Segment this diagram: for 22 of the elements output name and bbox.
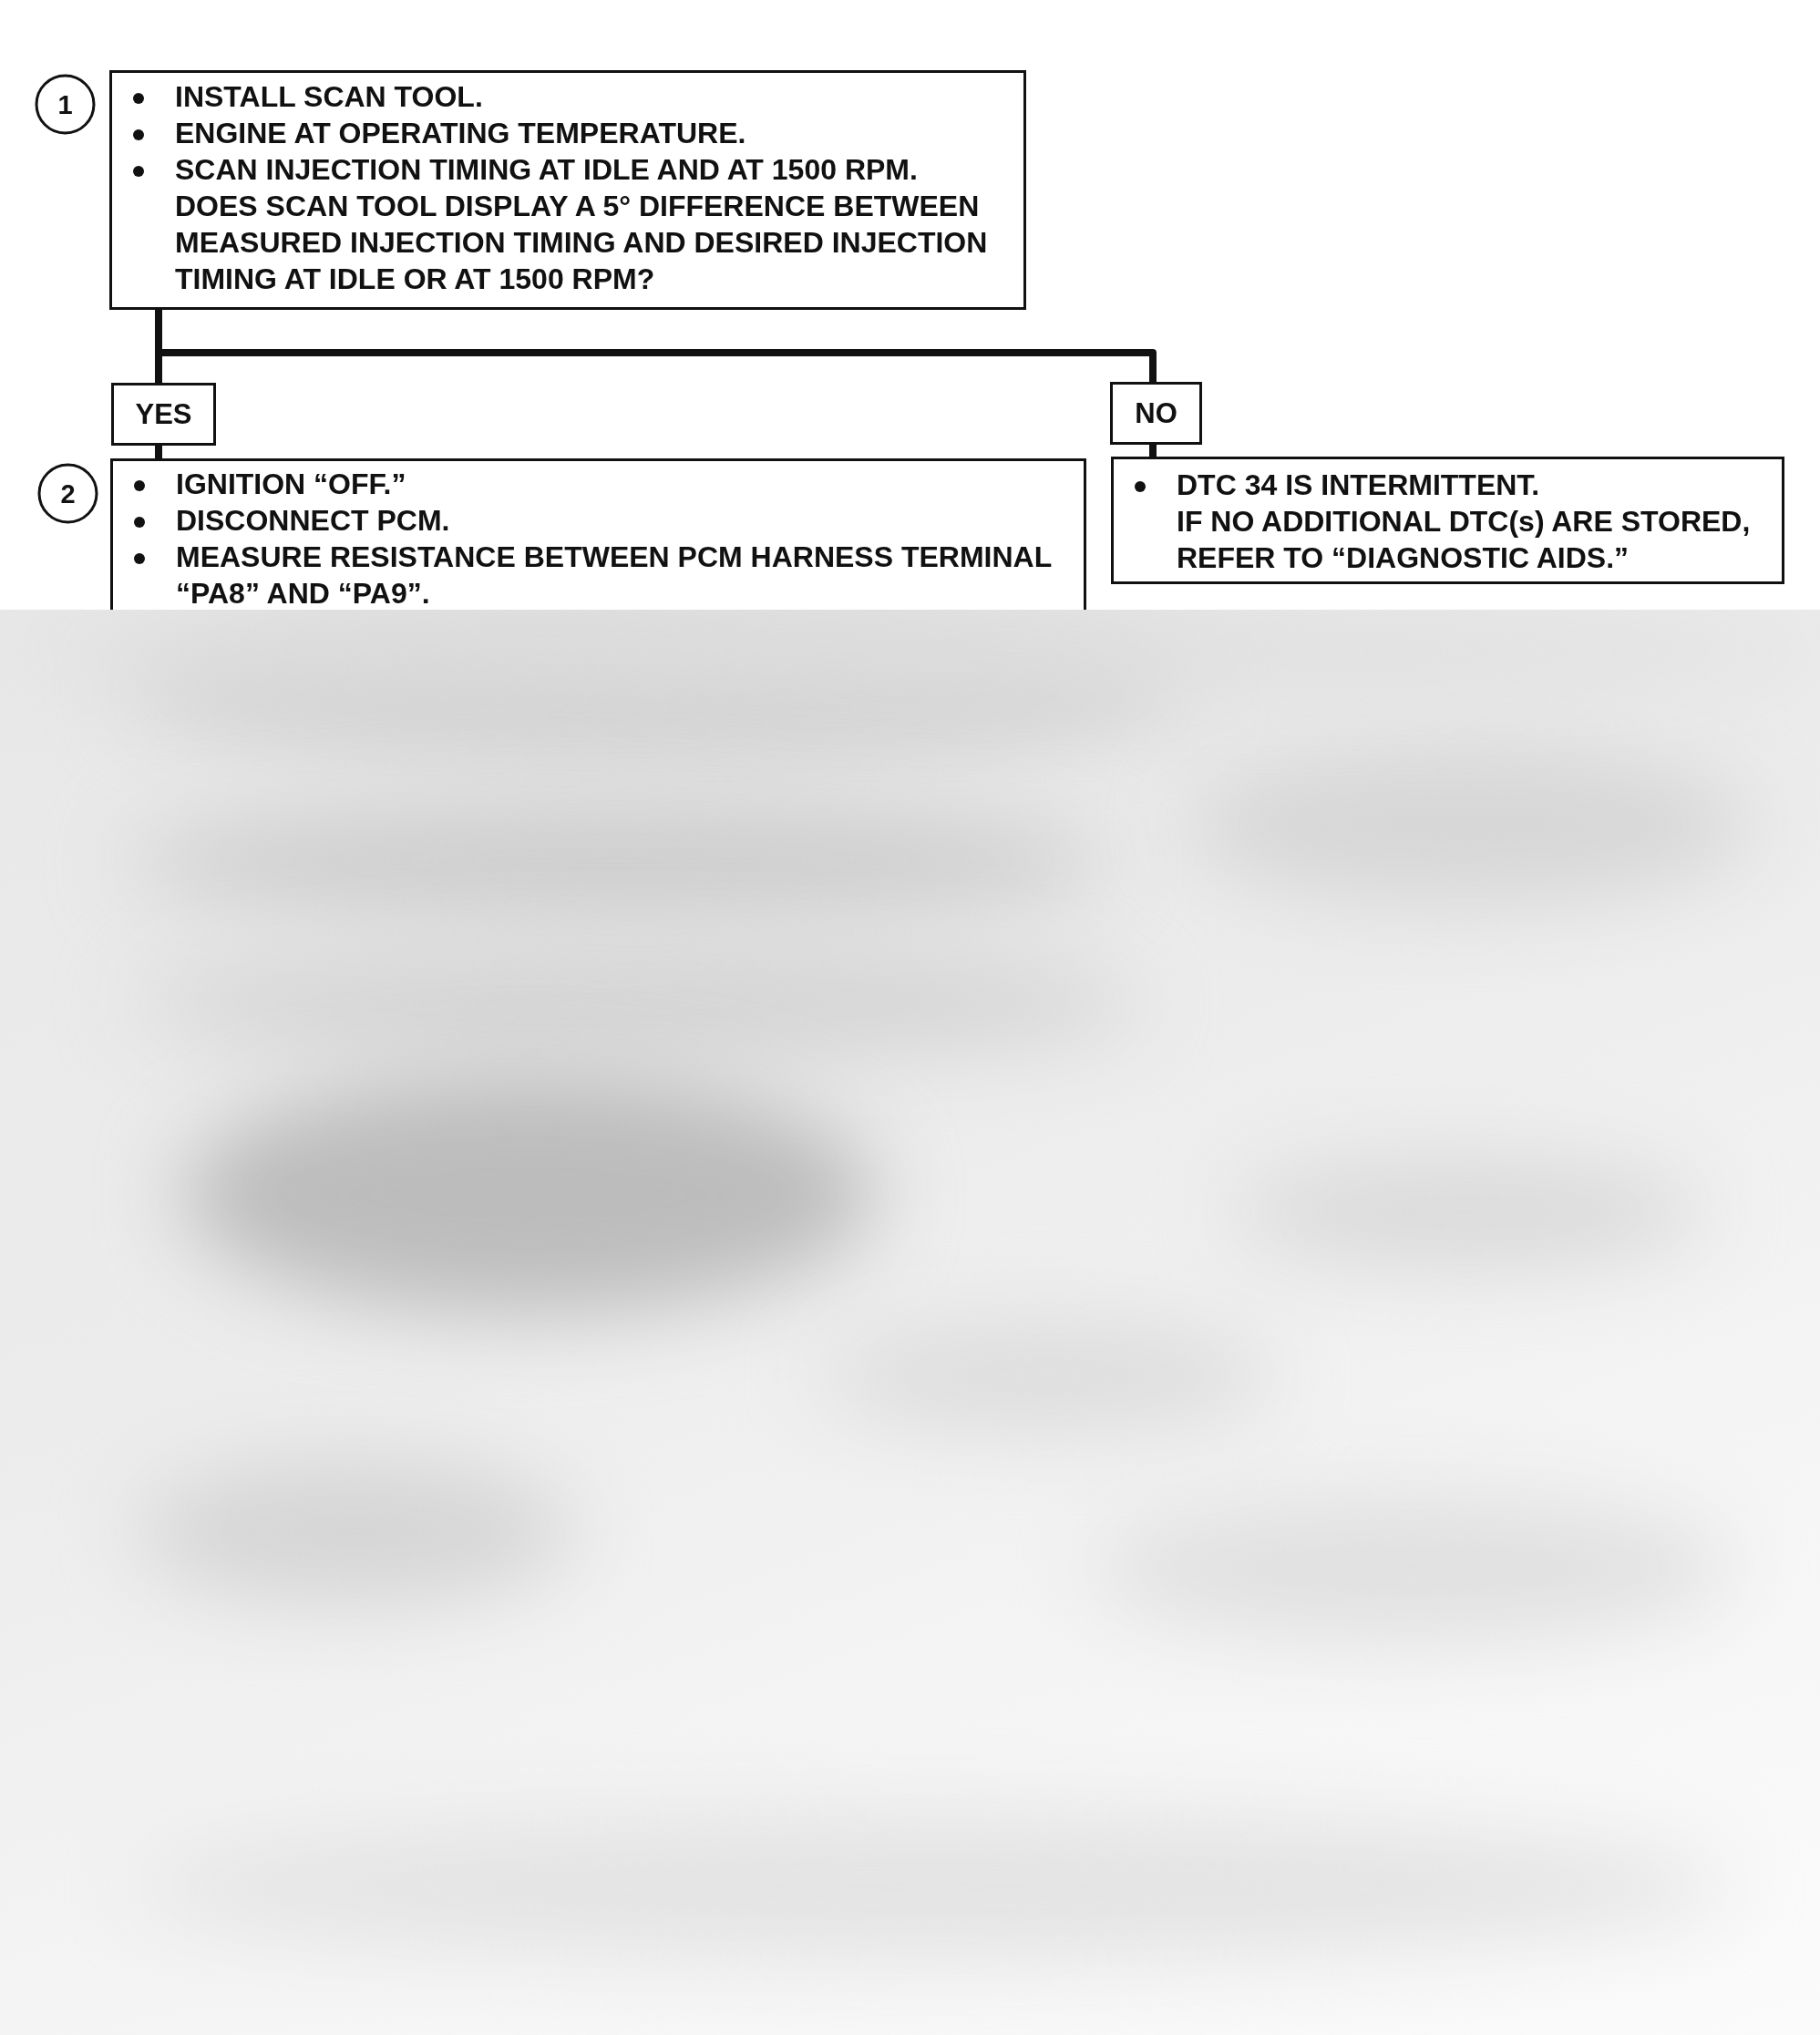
step-box — [109, 70, 1026, 310]
instruction-text: DISCONNECT PCM. — [176, 503, 450, 539]
connector-line — [155, 446, 162, 458]
instruction-text: ENGINE AT OPERATING TEMPERATURE. — [175, 116, 746, 151]
step-number-circle — [35, 74, 96, 135]
instruction-text: MEASURE RESISTANCE BETWEEN PCM HARNESS TERMINAL “PA8” AND “PA9”. — [176, 540, 1053, 612]
instruction-text: DOES SCAN TOOL DISPLAY A 5° DIFFERENCE BETWEEN MEASURED INJECTION TIMING AND DESIRED INJECTION TIMING AT IDLE OR AT 1500 RPM? — [175, 189, 989, 297]
step-number-circle — [37, 463, 98, 524]
instruction-text: IGNITION “OFF.” — [176, 467, 406, 502]
answer-label: NO — [1135, 396, 1177, 430]
answer-box — [1110, 382, 1202, 445]
connector-line — [1149, 445, 1157, 457]
step-number: 2 — [60, 478, 76, 509]
step-number: 1 — [57, 89, 73, 119]
instruction-text: IF NO ADDITIONAL DTC(s) ARE STORED, REFER TO “DIAGNOSTIC AIDS.” — [1177, 504, 1752, 576]
step-box — [110, 458, 1086, 610]
instruction-text: SCAN INJECTION TIMING AT IDLE AND AT 1500 RPM. — [175, 152, 918, 188]
answer-box — [111, 383, 216, 446]
instruction-text: DTC 34 IS INTERMITTENT. — [1177, 468, 1540, 503]
answer-label: YES — [135, 397, 192, 431]
step-box — [1111, 457, 1784, 584]
instruction-text: INSTALL SCAN TOOL. — [175, 79, 483, 115]
